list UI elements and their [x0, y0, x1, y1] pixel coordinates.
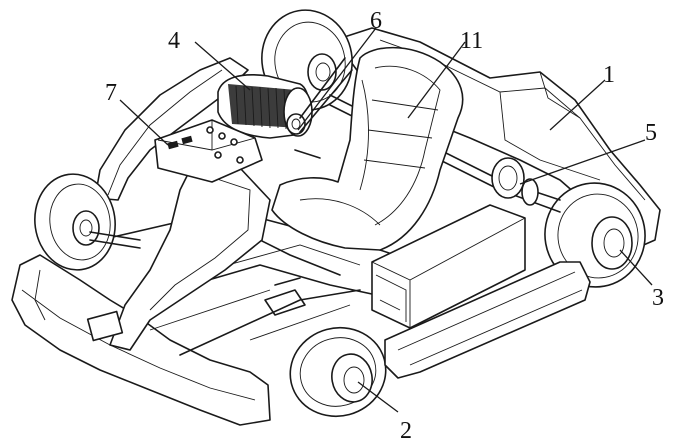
front-bumper — [12, 255, 270, 425]
callout-3: 3 — [652, 285, 664, 311]
callout-4: 4 — [168, 28, 180, 54]
front-right-wheel-part-2 — [280, 317, 396, 427]
pedals — [265, 278, 305, 315]
callout-6: 6 — [370, 8, 382, 34]
callout-7: 7 — [105, 80, 117, 106]
callout-2: 2 — [400, 418, 412, 444]
callout-1: 1 — [603, 62, 615, 88]
callout-11: 11 — [460, 28, 483, 54]
callout-5: 5 — [645, 120, 657, 146]
